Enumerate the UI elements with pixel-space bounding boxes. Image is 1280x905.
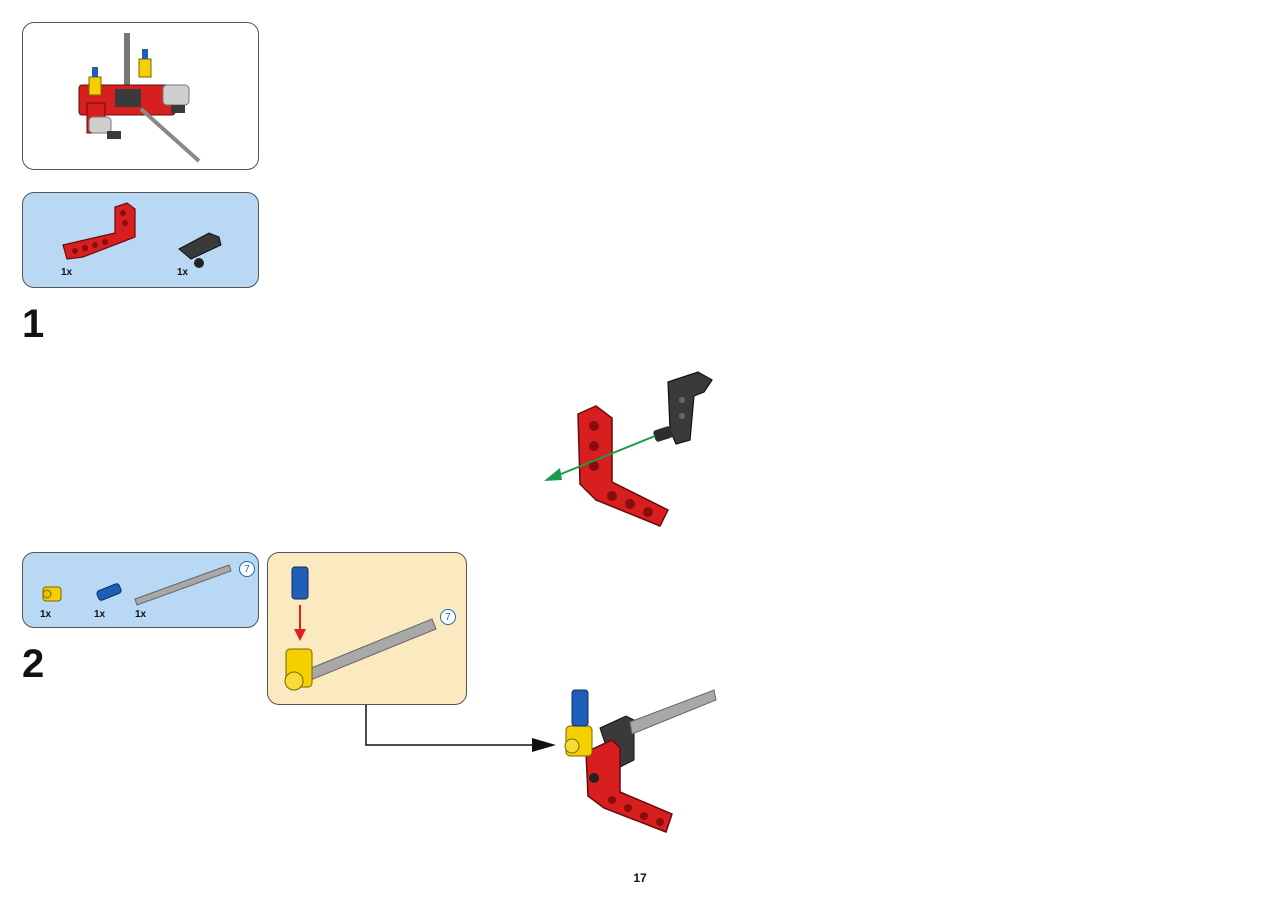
axle-length-badge: 7 (239, 561, 255, 577)
model-preview-illustration (78, 33, 201, 163)
part-quantity: 1x (177, 267, 189, 278)
red-l-beam-icon (62, 202, 136, 260)
sub-assembly-illustration (284, 566, 437, 691)
sub-assembly-callout: 7 (267, 552, 467, 705)
axle-length-badge: 7 (440, 609, 456, 625)
parts-list-step-1: 1x 1x (22, 192, 259, 288)
part-quantity: 1x (40, 609, 52, 620)
blue-pin-icon (96, 583, 122, 601)
step-number-1: 1 (22, 302, 45, 346)
dark-gray-connector-icon (178, 232, 222, 268)
part-quantity: 1x (94, 609, 106, 620)
part-quantity: 1x (61, 267, 73, 278)
yellow-axle-connector-icon (42, 586, 62, 602)
part-quantity: 1x (135, 609, 147, 620)
page-number: 17 (633, 871, 647, 885)
step-number-2: 2 (22, 642, 45, 686)
model-preview-panel (22, 22, 259, 170)
parts-list-step-2: 7 1x 1x 1x (22, 552, 259, 628)
gray-axle-icon (134, 564, 232, 606)
